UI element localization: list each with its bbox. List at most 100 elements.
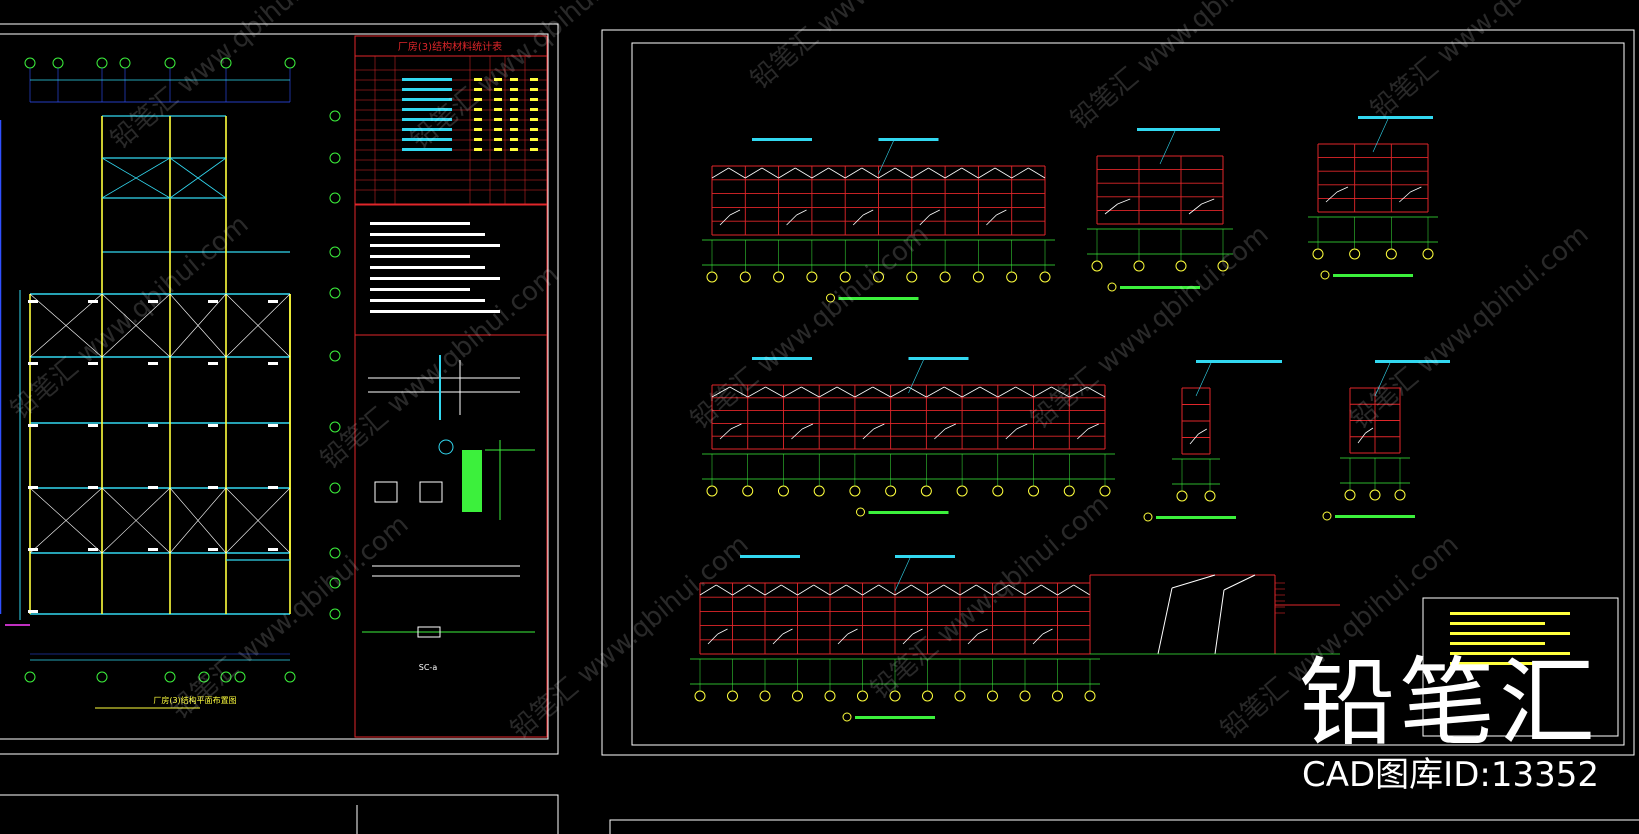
brace [986, 214, 997, 226]
detail-label: SC-a [419, 663, 438, 672]
brace [711, 386, 731, 398]
leader-line [894, 557, 911, 592]
right-sheet-inner-frame [631, 42, 1625, 746]
brace [996, 209, 1007, 216]
member-tag [148, 362, 158, 365]
brace [878, 584, 896, 596]
table-cell-value [474, 78, 482, 81]
brace [836, 386, 856, 398]
member-tag [208, 362, 218, 365]
grid-bubble [24, 57, 36, 69]
view-title-bubble [826, 293, 835, 303]
grid-bubble [24, 671, 36, 683]
brace [978, 167, 996, 179]
brace [169, 157, 227, 199]
grid-bubble [972, 271, 984, 283]
right-sheet [601, 29, 1639, 834]
member-tag [88, 362, 98, 365]
brace [1336, 186, 1349, 193]
brace [781, 584, 798, 596]
brace [716, 584, 733, 596]
elevation-tag [752, 138, 812, 141]
member-tag [88, 486, 98, 489]
brace [944, 167, 962, 179]
table-cell-value [510, 118, 518, 121]
cross-brace [169, 293, 227, 358]
brace [795, 167, 813, 179]
brace [1087, 423, 1099, 430]
brace [861, 167, 879, 179]
member-tag [28, 610, 38, 613]
brace [745, 167, 763, 179]
cross-brace [169, 487, 227, 554]
brace [813, 584, 831, 596]
grid-bubble [1052, 690, 1063, 702]
notes-box-text [1450, 612, 1570, 665]
brand-logo-text: 铅笔汇 [1299, 647, 1599, 759]
view-title-bar [1120, 286, 1200, 289]
note-line [1450, 622, 1545, 625]
table-cell-value [530, 148, 538, 151]
brace [1032, 633, 1044, 645]
elevation-tag [895, 555, 955, 558]
elevation-tag [878, 138, 939, 141]
brace [797, 584, 814, 596]
brace [796, 209, 807, 216]
brace [764, 584, 782, 596]
brace [1410, 186, 1422, 193]
leader-line [1372, 118, 1389, 153]
brace [1057, 584, 1074, 596]
note-line [1450, 652, 1570, 655]
grid-bubble [329, 577, 341, 589]
brace [1051, 386, 1070, 398]
table-cell-value [494, 128, 502, 131]
brace [1024, 584, 1042, 596]
brace [919, 214, 931, 226]
brace [878, 167, 896, 179]
grid-bubble [1422, 248, 1434, 260]
brace [872, 386, 891, 398]
note-line [1450, 632, 1570, 635]
elevation-tag [740, 555, 800, 558]
elevation-view [690, 555, 1100, 722]
table-cell-value [530, 78, 538, 81]
brace [1399, 191, 1411, 203]
grid-bubble [806, 271, 818, 283]
grid-bubble [329, 192, 341, 204]
brace [928, 167, 946, 179]
member-tag [88, 548, 98, 551]
detail-bubble [438, 439, 454, 455]
brace [959, 584, 977, 596]
grid-bubble [329, 246, 341, 258]
grid-bubble [1091, 260, 1103, 272]
grid-bubble [1217, 260, 1229, 272]
elevation-view [1087, 128, 1233, 292]
brace [911, 167, 929, 179]
brace [1223, 574, 1256, 591]
lower-left-sheet-frame [0, 794, 559, 834]
grid-bubble [1175, 260, 1187, 272]
notes-block [354, 204, 548, 738]
grid-bubble [1019, 690, 1031, 702]
member-tag [268, 424, 278, 427]
brace [979, 386, 999, 398]
detail-plate [419, 481, 443, 503]
table-cell-value [530, 98, 538, 101]
brace [1325, 191, 1338, 203]
brace [1076, 428, 1089, 440]
table-cell-value [402, 118, 452, 121]
table-cell-value [494, 138, 502, 141]
material-table: 厂房(3)结构材料统计表 [354, 35, 548, 205]
brace [852, 214, 864, 226]
table-cell-value [510, 138, 518, 141]
note-line [370, 255, 470, 258]
brace [994, 167, 1012, 179]
grid-bubble [96, 671, 108, 683]
leader-line [1374, 362, 1391, 397]
brace [719, 214, 731, 226]
cross-brace [29, 487, 103, 554]
table-cell-value [402, 78, 452, 81]
brace [786, 214, 797, 226]
brace [862, 428, 874, 440]
brace [747, 386, 766, 398]
